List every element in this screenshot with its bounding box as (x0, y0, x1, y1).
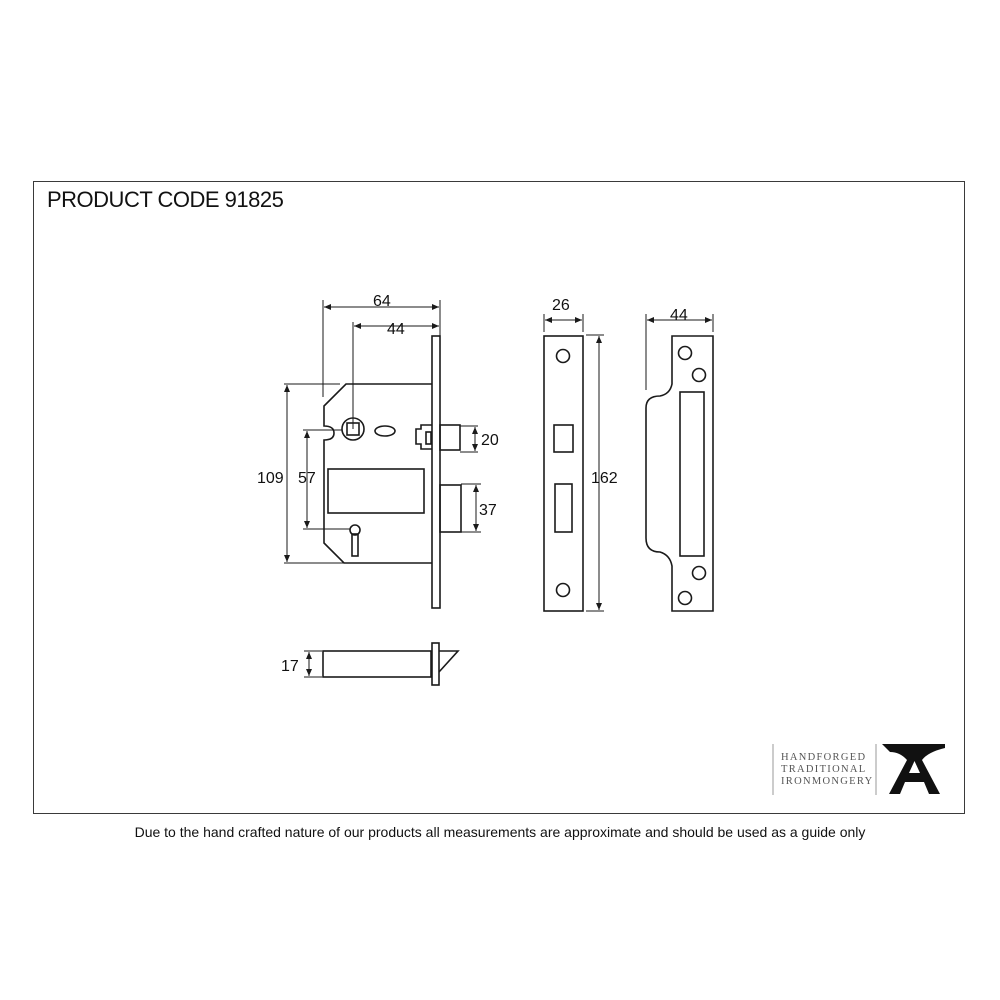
dim-26: 26 (552, 297, 570, 314)
logo-line-2: TRADITIONAL (781, 764, 866, 775)
dim-44-strike: 44 (670, 307, 688, 324)
disclaimer-text: Due to the hand crafted nature of our pr… (134, 824, 866, 840)
forend-dimensions (543, 314, 604, 612)
product-code-title: PRODUCT CODE 91825 (47, 187, 284, 212)
lock-body (323, 335, 462, 609)
logo-line-3: IRONMONGERY (781, 776, 873, 787)
anvil-icon (882, 744, 945, 794)
dim-109: 109 (257, 470, 284, 487)
dim-162: 162 (591, 470, 618, 487)
side-dimensions (304, 650, 322, 678)
lock-body-dimensions (284, 300, 481, 564)
strike-dimensions (645, 314, 714, 390)
drawing-frame (33, 181, 965, 814)
side-view (322, 642, 460, 686)
dim-37: 37 (479, 502, 497, 519)
dim-64: 64 (373, 293, 391, 310)
forend-plate (543, 335, 584, 612)
brand-logo: HANDFORGED TRADITIONAL IRONMONGERY (772, 744, 945, 795)
dim-57: 57 (298, 470, 316, 487)
logo-line-1: HANDFORGED (781, 752, 866, 763)
dim-44-backset: 44 (387, 321, 405, 338)
dim-20: 20 (481, 432, 499, 449)
strike-plate (645, 335, 714, 612)
dim-17: 17 (281, 658, 299, 675)
